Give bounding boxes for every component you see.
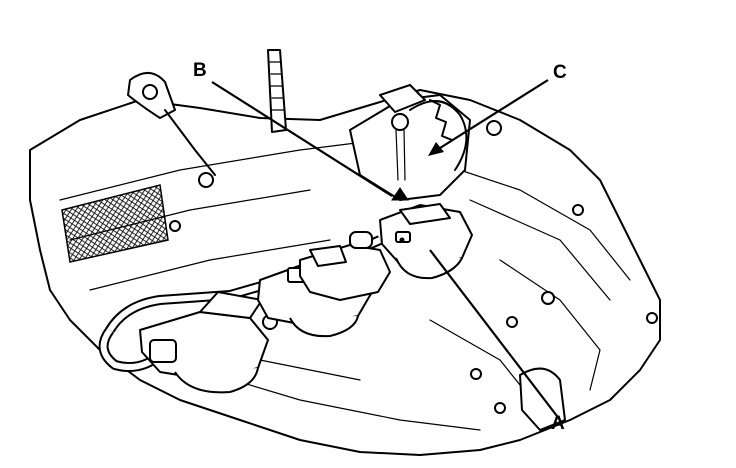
ignition-coils bbox=[139, 203, 473, 394]
leader-line-b bbox=[211, 81, 393, 197]
leader-line-c bbox=[439, 79, 549, 149]
callout-b: B bbox=[193, 60, 207, 81]
engine-block bbox=[29, 49, 661, 456]
leader-lines bbox=[211, 79, 561, 421]
callout-a: A bbox=[551, 413, 565, 434]
ignition-coil-4 bbox=[349, 203, 473, 280]
arrowhead-c bbox=[428, 142, 444, 156]
ignition-coil-3 bbox=[299, 244, 391, 301]
connector-bolt bbox=[391, 113, 409, 201]
leader-line-a bbox=[429, 249, 561, 421]
callout-c: C bbox=[553, 62, 567, 83]
ignition-coil-1 bbox=[139, 291, 278, 394]
